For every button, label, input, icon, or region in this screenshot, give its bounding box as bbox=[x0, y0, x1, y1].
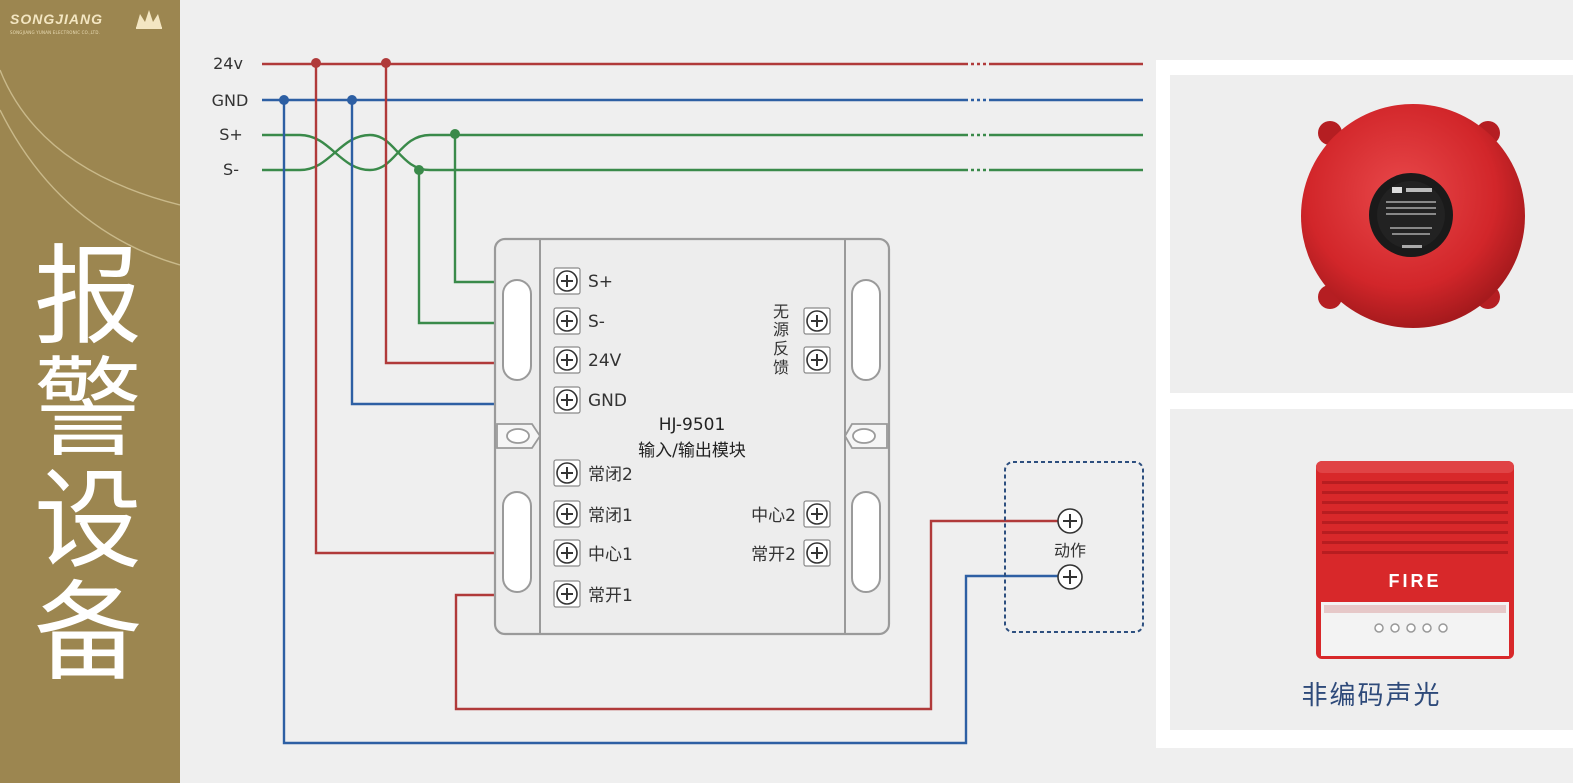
bus-signal-lines bbox=[262, 133, 1143, 172]
alarm-bell-image bbox=[1301, 104, 1525, 328]
title-char: 备 bbox=[33, 571, 142, 696]
module-feed-wires bbox=[282, 64, 1058, 745]
action-box bbox=[1004, 461, 1144, 633]
title-char: 设 bbox=[33, 459, 142, 584]
strobe-label: 非编码声光 bbox=[1301, 681, 1442, 711]
title-char: 报 bbox=[33, 235, 142, 360]
bus-label-gnd: GND bbox=[212, 91, 249, 110]
terminal-label-nc1: 常闭1 bbox=[588, 506, 633, 526]
terminal-label-com2: 中心2 bbox=[751, 506, 796, 526]
module-name: 输入/输出模块 bbox=[638, 441, 746, 461]
terminal-label-feedback: 无 bbox=[773, 302, 789, 321]
action-terminal bbox=[1057, 564, 1083, 590]
bus-label-s-plus: S+ bbox=[219, 125, 243, 144]
terminal-label-com1: 中心1 bbox=[588, 545, 633, 565]
crown-icon bbox=[136, 10, 162, 29]
terminal-label-gnd: GND bbox=[588, 391, 627, 411]
bell-card: 警铃 bbox=[1170, 75, 1573, 454]
page-title: 报 警 设 备 bbox=[18, 242, 158, 690]
brand-name: SONGJIANG bbox=[10, 11, 104, 27]
terminal-label-s-minus: S- bbox=[588, 312, 605, 332]
sidebar: SONGJIANG SONGJIANG YUNAN ELECTRONIC CO.… bbox=[0, 0, 180, 783]
brand-subtitle: SONGJIANG YUNAN ELECTRONIC CO.,LTD. bbox=[10, 30, 101, 35]
module-model: HJ-9501 bbox=[659, 415, 726, 435]
bus-label-s-minus: S- bbox=[223, 160, 239, 179]
io-module bbox=[493, 237, 891, 636]
strobe-siren-image: FIRE bbox=[1316, 461, 1514, 659]
strobe-fire-text: FIRE bbox=[1388, 571, 1441, 591]
terminal-label-no1: 常开1 bbox=[588, 586, 633, 606]
bus-label-24v: 24v bbox=[213, 54, 243, 73]
terminal-label-feedback: 馈 bbox=[773, 358, 789, 377]
terminal-label-nc2: 常闭2 bbox=[588, 465, 633, 485]
junction-dots bbox=[279, 58, 460, 175]
terminal-label-no2: 常开2 bbox=[751, 545, 796, 565]
terminal-label-feedback: 源 bbox=[773, 320, 789, 339]
terminal-label-feedback: 反 bbox=[773, 339, 789, 358]
action-label: 动作 bbox=[1054, 541, 1086, 560]
wiring-diagram: 24v GND S+ S- bbox=[212, 54, 1144, 745]
action-terminal bbox=[1057, 508, 1083, 534]
terminal-label-s-plus: S+ bbox=[588, 272, 613, 292]
decorative-arcs bbox=[0, 69, 180, 266]
strobe-card: FIRE 非编码声光 bbox=[1170, 409, 1573, 730]
terminal-label-24v: 24V bbox=[588, 351, 622, 371]
company-logo: SONGJIANG SONGJIANG YUNAN ELECTRONIC CO.… bbox=[10, 8, 170, 42]
title-char: 警 bbox=[33, 347, 142, 472]
